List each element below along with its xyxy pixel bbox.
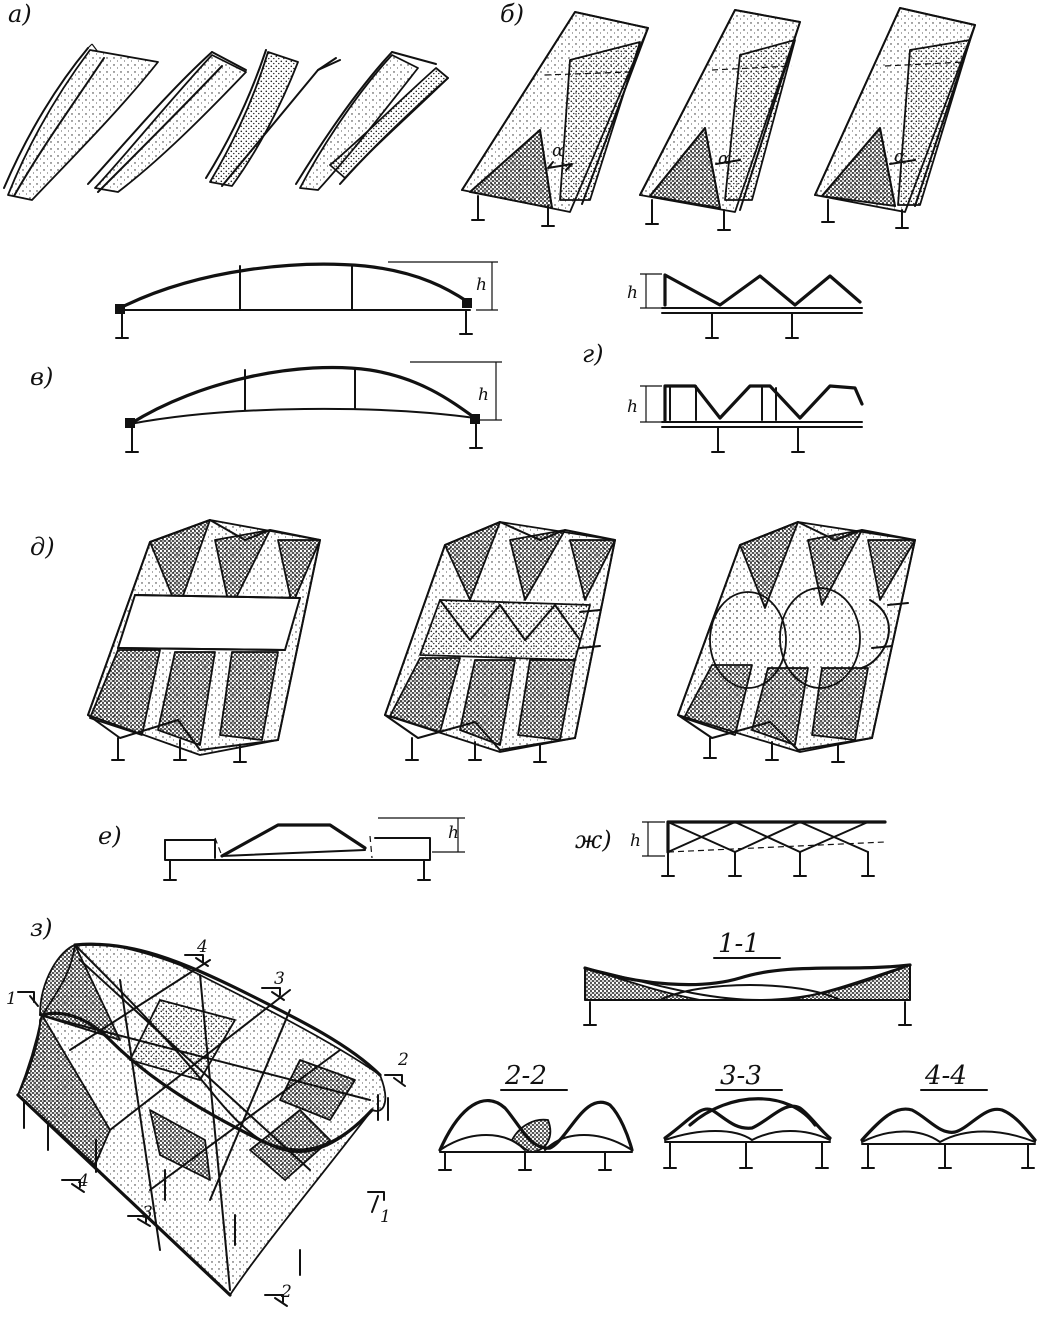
element-a1 <box>3 43 159 201</box>
section-2-2: 2-2 <box>438 1061 634 1171</box>
structure-d2 <box>384 521 616 763</box>
alpha-b3: α <box>894 147 906 167</box>
label-v: в) <box>30 363 53 391</box>
mark-3-top: 3 <box>274 969 285 989</box>
section-g2: h <box>627 384 864 453</box>
alpha-b2: α <box>718 149 730 169</box>
label-g: г) <box>582 340 604 368</box>
h-v1: h <box>476 275 487 295</box>
section-3-3: 3-3 <box>663 1061 832 1169</box>
figure-d-structures: д) <box>30 519 916 763</box>
label-b: б) <box>500 0 524 28</box>
section-g1: h <box>627 273 863 339</box>
plate-b2: α <box>639 9 801 231</box>
plate-b3: α <box>814 7 976 229</box>
section-title-1-1: 1-1 <box>718 929 760 959</box>
figure-e-section: е) h <box>98 817 465 881</box>
section-title-3-3: 3-3 <box>720 1061 762 1091</box>
h-zh: h <box>630 831 641 851</box>
element-a4 <box>295 51 449 191</box>
label-zh: ж) <box>575 826 612 854</box>
mark-1-bottom: 1 <box>380 1207 391 1227</box>
section-title-4-4: 4-4 <box>924 1061 967 1091</box>
structure-d3 <box>677 521 916 763</box>
label-d: д) <box>30 533 55 561</box>
section-1-1: 1-1 <box>583 929 912 1026</box>
structure-d1 <box>87 519 321 763</box>
label-a: а) <box>8 0 32 28</box>
figure-zh-section: ж) h <box>575 820 887 877</box>
figure-b-plates: б) α α <box>461 0 976 231</box>
section-4-4: 4-4 <box>860 1061 1037 1169</box>
h-g2: h <box>627 397 638 417</box>
shell-z-perspective: 1 4 3 2 4 3 1 2 <box>6 937 409 1307</box>
truss-v1: h <box>115 261 498 339</box>
element-a2 <box>87 51 247 193</box>
element-a3 <box>205 49 341 187</box>
mark-4-bottom: 4 <box>77 1171 89 1191</box>
h-g1: h <box>627 283 638 303</box>
figure-v-trusses: в) h h <box>30 261 502 453</box>
figure-z-shell: з) 1 4 3 2 4 <box>6 914 1037 1307</box>
section-title-2-2: 2-2 <box>504 1061 547 1091</box>
mark-3-bottom: 3 <box>142 1203 153 1223</box>
label-z: з) <box>30 914 52 942</box>
mark-2-right: 2 <box>397 1050 409 1070</box>
mark-1-top: 1 <box>6 989 17 1009</box>
mark-4-top: 4 <box>196 937 208 957</box>
plate-b1: α <box>461 11 649 227</box>
figure-a-elements: а) <box>3 0 449 201</box>
mark-2-bottom: 2 <box>280 1282 292 1302</box>
figure-g-sections: г) h h <box>582 273 864 453</box>
h-e: h <box>448 823 459 843</box>
h-v2: h <box>478 385 489 405</box>
alpha-b1: α <box>552 141 564 161</box>
label-e: е) <box>98 822 122 850</box>
truss-v2: h <box>125 361 502 453</box>
